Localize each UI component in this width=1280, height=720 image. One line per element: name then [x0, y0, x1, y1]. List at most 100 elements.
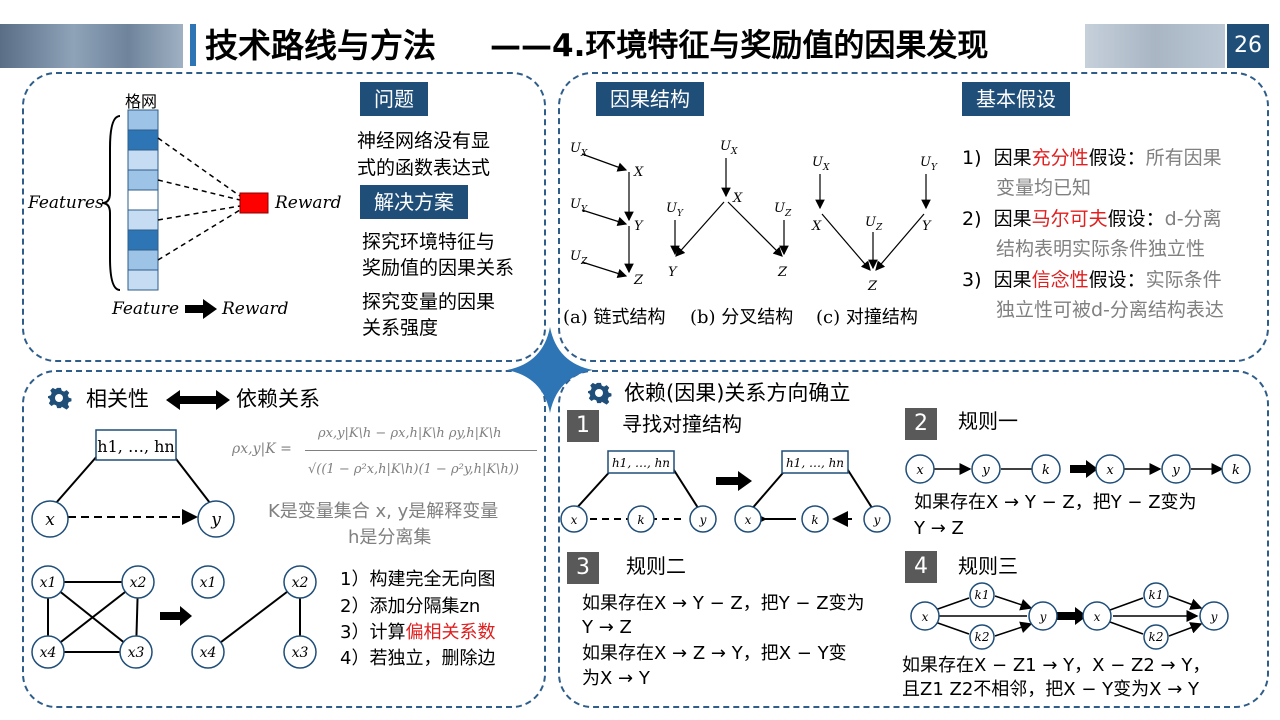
grid-cell	[127, 249, 159, 271]
node-y: y	[210, 510, 221, 530]
grid-diagram	[101, 109, 269, 291]
right-arrow-icon	[185, 299, 217, 319]
step-3-title: 规则二	[626, 554, 686, 578]
svg-text:y: y	[981, 463, 990, 478]
caption-chain: (a) 链式结构	[563, 307, 666, 328]
svg-text:UY: UY	[920, 155, 938, 173]
double-arrow-icon	[166, 390, 230, 410]
step-1-number: 1	[567, 410, 599, 442]
grid-cell	[127, 169, 159, 191]
svg-text:k: k	[811, 513, 818, 527]
node-x: x	[45, 510, 55, 530]
svg-text:UY: UY	[570, 197, 588, 215]
flow-feature-label: Feature	[112, 299, 180, 319]
grid-cell	[127, 149, 159, 171]
section-subtitle: ——4.环境特征与奖励值的因果发现	[490, 28, 989, 64]
formula-numerator: ρx,y|K\h − ρx,h|K\h ρy,h|K\h	[318, 426, 502, 441]
step-4-number: 4	[905, 551, 937, 583]
box-label: h1, …, hn	[97, 437, 174, 456]
solution-tag: 解决方案	[360, 185, 468, 219]
caption-collider: (c) 对撞结构	[816, 307, 918, 328]
formula-denominator: √((1 − ρ²x,h|K\h)(1 − ρ²y,h|K\h))	[308, 462, 519, 477]
svg-text:k: k	[1232, 463, 1240, 478]
panel-correlation	[22, 370, 546, 708]
collider-search-diagram: h1, …, hn h1, …, hn x k y x k y	[560, 450, 891, 533]
grid-cell	[127, 189, 159, 211]
svg-text:h1, …, hn: h1, …, hn	[786, 456, 844, 470]
step-2-number: 2	[905, 408, 937, 440]
assumption-2-desc: 结构表明实际条件独立性	[996, 238, 1206, 260]
grid-cell	[127, 129, 159, 151]
svg-text:y: y	[1039, 610, 1047, 624]
svg-text:x: x	[1094, 610, 1101, 624]
svg-text:x: x	[571, 513, 578, 527]
grid-cell	[127, 229, 159, 251]
svg-text:UX: UX	[570, 141, 588, 159]
problem-tag: 问题	[360, 82, 428, 116]
features-label: Features	[28, 193, 104, 213]
step-3-text-2: Y → Z	[582, 617, 632, 638]
step-3-text-1: 如果存在X → Y − Z，把Y − Z变为	[582, 593, 865, 614]
svg-text:k2: k2	[975, 630, 990, 644]
svg-text:UZ: UZ	[774, 201, 792, 219]
step-3-number: 3	[567, 552, 599, 584]
node-x: X	[633, 165, 644, 180]
svg-text:Y: Y	[668, 265, 678, 280]
step-2-text-1: 如果存在X → Y − Z，把Y − Z变为	[914, 492, 1197, 513]
dependency-title: 依赖关系	[236, 387, 320, 411]
gear-icon	[48, 387, 72, 410]
svg-text:k: k	[637, 513, 644, 527]
step-4-title: 规则三	[958, 554, 1018, 578]
header-divider	[190, 24, 196, 66]
svg-text:x2: x2	[292, 575, 309, 591]
svg-text:UZ: UZ	[865, 215, 883, 233]
problem-text-1: 神经网络没有显	[357, 130, 491, 152]
node-y: Y	[634, 219, 644, 234]
grid-cell	[127, 109, 159, 131]
svg-text:h1, …, hn: h1, …, hn	[612, 456, 670, 470]
step-4-text: 4）若独立，删除边	[340, 648, 496, 669]
svg-text:x1: x1	[200, 575, 217, 591]
solution-text-3: 探究变量的因果	[362, 291, 496, 313]
svg-text:y: y	[1210, 610, 1218, 624]
svg-text:x1: x1	[40, 575, 57, 591]
svg-text:x3: x3	[292, 645, 309, 661]
svg-text:x4: x4	[40, 645, 57, 661]
svg-text:y: y	[1171, 463, 1180, 478]
page-number: 26	[1227, 24, 1269, 68]
section-title: 技术路线与方法	[205, 26, 436, 65]
separation-diagram: h1, …, hn x y	[31, 429, 235, 538]
assumption-2: 2) 因果马尔可夫假设：d-分离	[962, 208, 1222, 230]
svg-text:x: x	[922, 610, 929, 624]
reward-node	[239, 192, 269, 214]
grid-label: 格网	[125, 92, 158, 111]
svg-text:Z: Z	[867, 279, 878, 294]
header-banner-image	[0, 24, 183, 68]
assumption-3-desc: 独立性可被d-分离结构表达	[996, 299, 1224, 321]
panel-problem	[22, 72, 546, 362]
correlation-title: 相关性	[86, 387, 149, 411]
svg-text:UX: UX	[720, 139, 738, 157]
svg-text:x4: x4	[200, 645, 217, 661]
svg-text:k: k	[1042, 463, 1050, 478]
assumption-tag: 基本假设	[962, 82, 1070, 116]
svg-text:x: x	[745, 513, 752, 527]
solution-text-2: 奖励值的因果关系	[362, 257, 515, 279]
formula-note-1: K是变量集合 x, y是解释变量	[268, 501, 499, 522]
step-2-text: 2）添加分隔集zn	[340, 596, 481, 617]
rule-three-diagram: x k1 k2 y x k1 k2 y	[910, 582, 1229, 650]
svg-text:Z: Z	[777, 265, 788, 280]
causal-structures-diagram: UX X UY Y UZ Z UX X UY UZ Y Z UX UY UZ X…	[570, 139, 938, 294]
step-4-text-1: 如果存在X − Z1 → Y，X − Z2 → Y，	[902, 655, 1211, 676]
formula-bar	[305, 450, 537, 451]
step-1-text: 1）构建完全无向图	[340, 569, 496, 590]
step-3-text-4: 为X → Y	[582, 668, 650, 689]
panel-direction	[558, 370, 1269, 708]
svg-text:X: X	[811, 219, 822, 234]
svg-text:k2: k2	[1149, 630, 1164, 644]
svg-text:x: x	[1106, 463, 1114, 478]
direction-title: 依赖(因果)关系方向确立	[624, 381, 851, 405]
svg-text:k1: k1	[1149, 588, 1164, 602]
